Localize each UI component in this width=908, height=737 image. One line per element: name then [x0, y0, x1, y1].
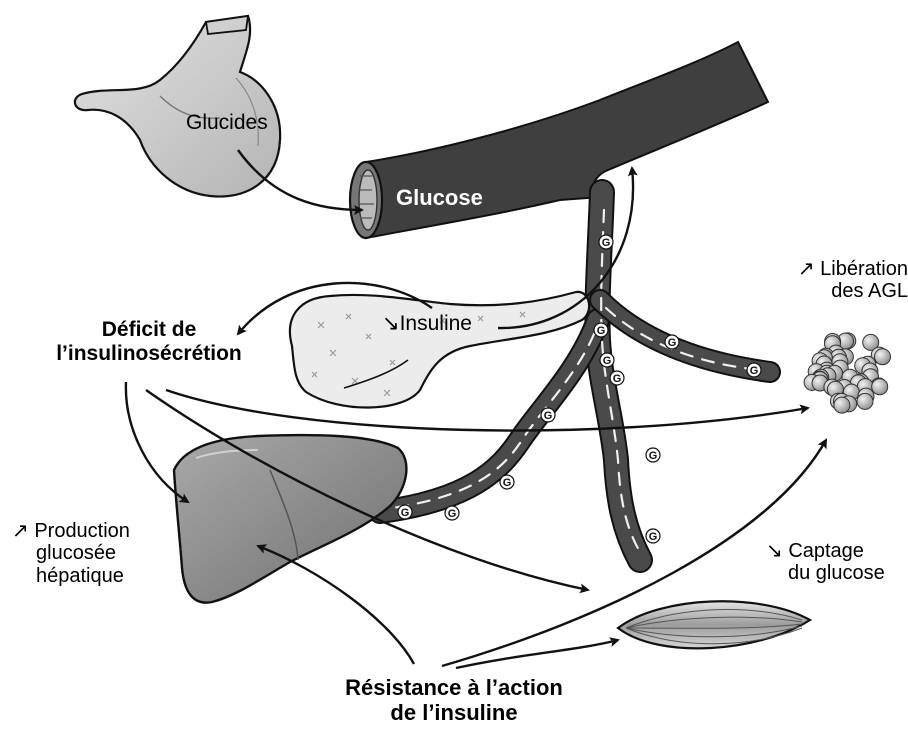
svg-text:G: G: [401, 507, 410, 519]
glucose-marker: G: [599, 235, 613, 249]
glucose-marker: G: [747, 363, 761, 377]
captage-glucose-label: ↘ Captage du glucose: [766, 540, 885, 585]
glucose-marker: G: [500, 475, 514, 489]
production-line-2: glucosée: [12, 542, 130, 564]
captage-line-2: du glucose: [766, 562, 885, 584]
glucose-marker: G: [665, 335, 679, 349]
resistance-insuline-label: Résistance à l’action de l’insuline: [292, 676, 616, 725]
resistance-line-2: de l’insuline: [292, 701, 616, 726]
svg-text:G: G: [613, 373, 622, 385]
production-line-3: hépatique: [12, 565, 130, 587]
glucose-marker: G: [646, 529, 660, 543]
deficit-line-1: Déficit de: [24, 318, 274, 342]
svg-text:G: G: [503, 477, 512, 489]
glucose-marker: G: [610, 371, 624, 385]
glucose-marker: G: [646, 448, 660, 462]
liberation-line-2: des AGL: [756, 280, 908, 302]
insuline-label: ↘Insuline: [382, 312, 472, 336]
svg-text:G: G: [448, 508, 457, 520]
fat-cell: [857, 393, 873, 409]
glucose-marker: G: [541, 408, 555, 422]
svg-text:G: G: [649, 450, 658, 462]
glucose-marker: G: [445, 506, 459, 520]
glucose-marker: G: [600, 353, 614, 367]
svg-text:G: G: [668, 337, 677, 349]
fat-cells-icon: [804, 333, 890, 413]
production-line-1: ↗ Production: [12, 520, 130, 542]
liberation-line-1: ↗ Libération: [756, 258, 908, 280]
svg-text:G: G: [597, 325, 606, 337]
svg-text:G: G: [603, 355, 612, 367]
glucose-label: Glucose: [396, 186, 483, 211]
fat-cell: [834, 397, 850, 413]
svg-text:G: G: [649, 531, 658, 543]
resistance-line-1: Résistance à l’action: [292, 676, 616, 701]
deficit-line-2: l’insulinosécrétion: [24, 342, 274, 366]
liver-icon: [174, 435, 406, 603]
deficit-insulinosecretion-label: Déficit de l’insulinosécrétion: [24, 318, 274, 365]
production-glucosee-label: ↗ Production glucosée hépatique: [12, 520, 130, 587]
stomach-icon: [75, 16, 280, 197]
arrow-deficit-to-fat: [166, 390, 808, 431]
svg-text:G: G: [750, 365, 759, 377]
liberation-agl-label: ↗ Libération des AGL: [756, 258, 908, 303]
fat-cell: [872, 379, 888, 395]
svg-text:G: G: [544, 410, 553, 422]
muscle-icon: [618, 601, 810, 648]
svg-text:G: G: [602, 237, 611, 249]
glucose-marker: G: [594, 323, 608, 337]
glucose-marker: G: [398, 505, 412, 519]
captage-line-1: ↘ Captage: [766, 540, 885, 562]
glucides-label: Glucides: [186, 111, 268, 135]
fat-cell: [875, 349, 891, 365]
